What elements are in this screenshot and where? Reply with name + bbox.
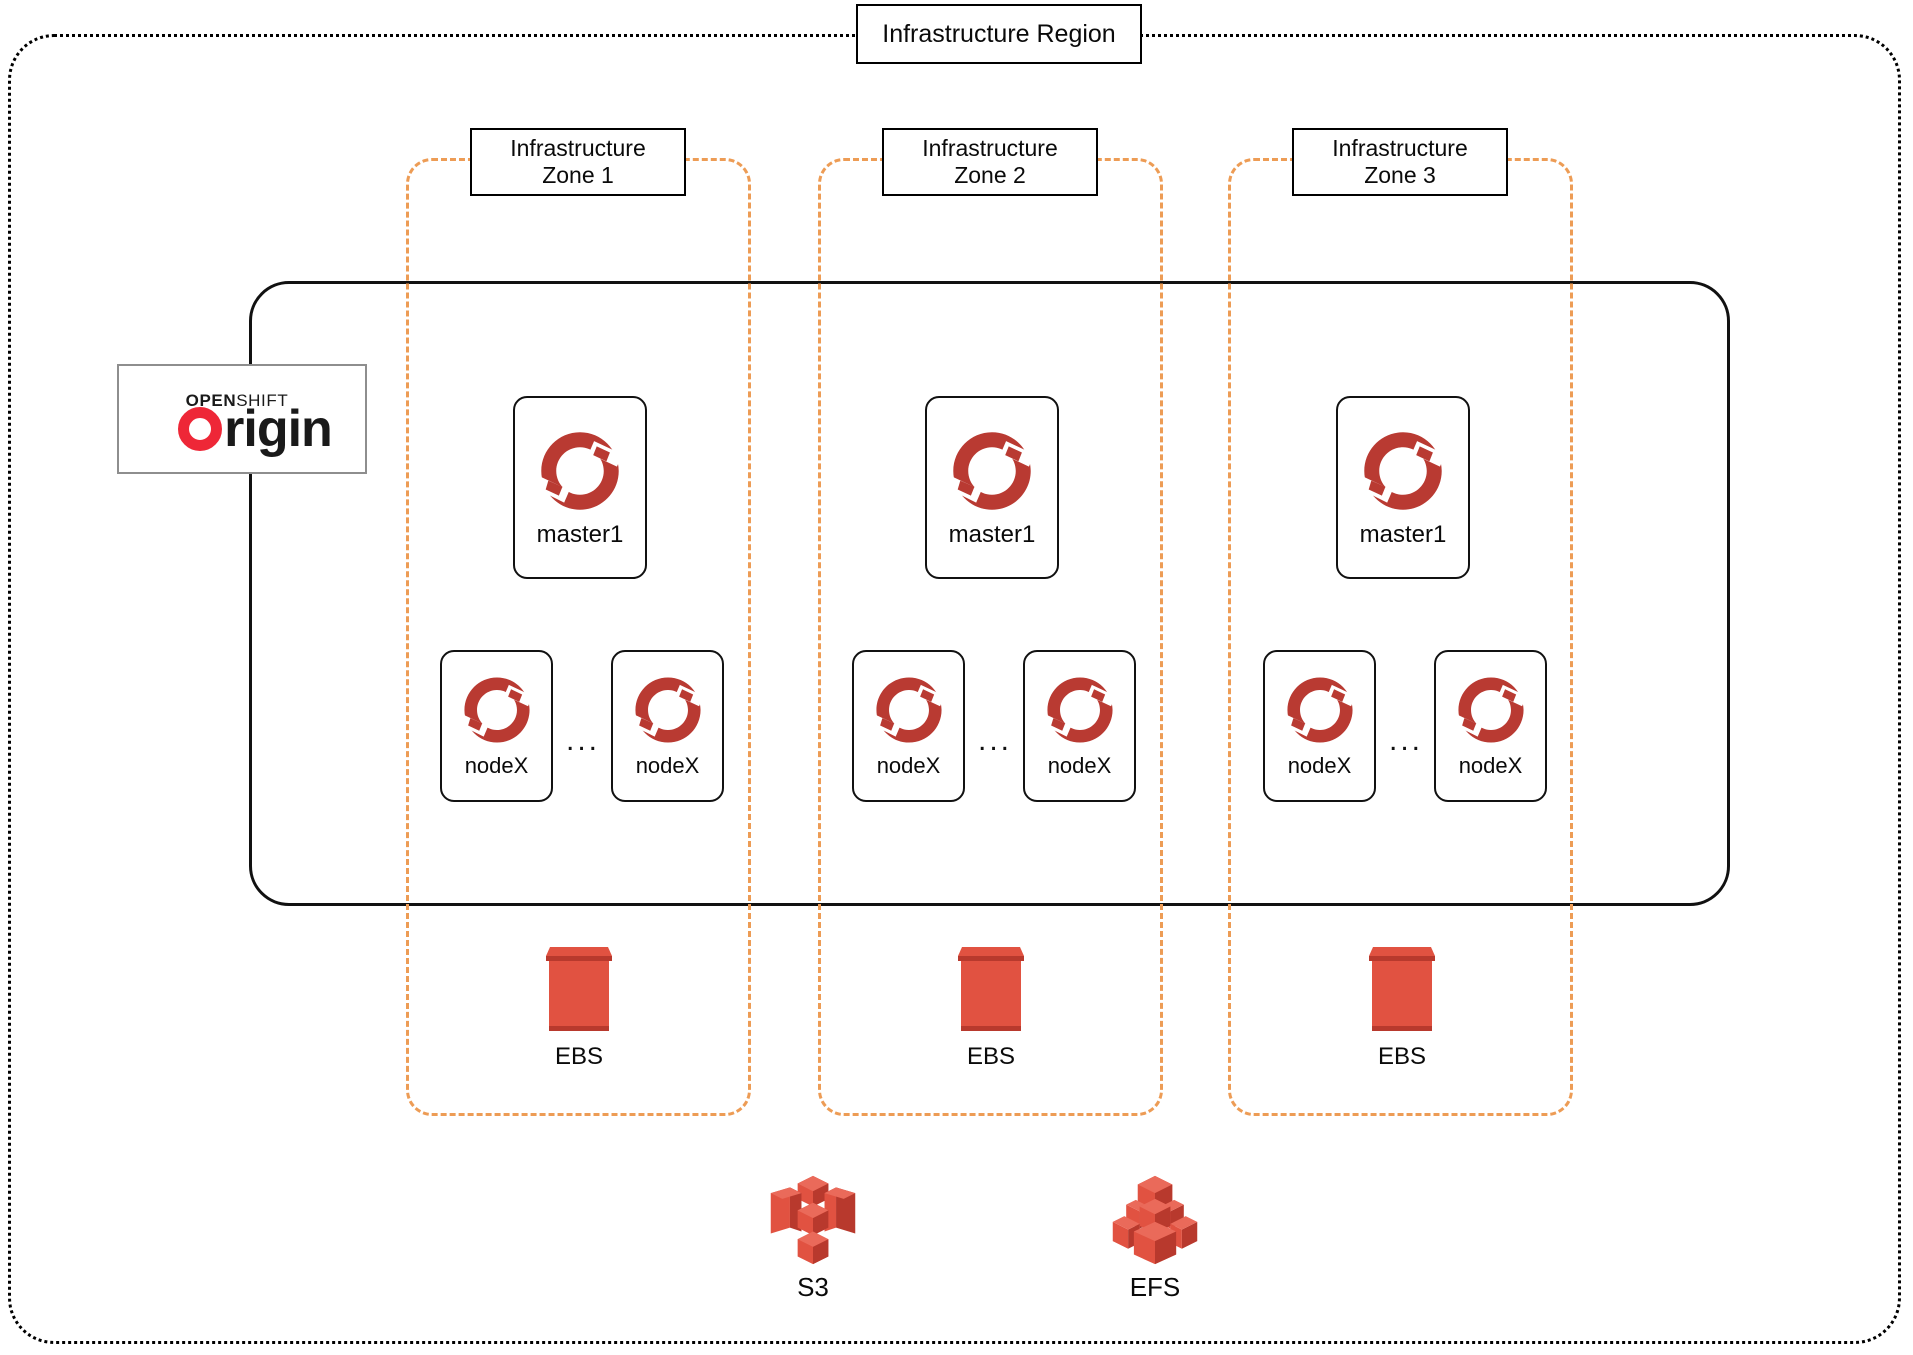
openshift-wordmark-top: OPENSHIFT <box>186 391 289 411</box>
ebs-volume-icon <box>1369 947 1435 1031</box>
openshift-icon <box>536 431 623 510</box>
zone-2-worker-node-1[interactable]: nodeX <box>852 650 965 802</box>
zone-3-worker-node-1[interactable]: nodeX <box>1263 650 1376 802</box>
zone-2-title-line2: Zone 2 <box>954 162 1026 188</box>
openshift-cluster-boundary <box>249 281 1730 906</box>
origin-wordmark: rigin <box>178 399 333 458</box>
origin-o-ring-icon <box>178 407 223 451</box>
infrastructure-zone-1-title: Infrastructure Zone 1 <box>470 128 686 196</box>
s3-storage: S3 <box>733 1172 893 1303</box>
zone-1-worker-1-label: nodeX <box>464 753 529 778</box>
efs-storage: EFS <box>1075 1172 1235 1303</box>
openshift-icon <box>459 677 533 743</box>
openshift-icon <box>1359 431 1446 510</box>
zone-2-node-ellipsis: ... <box>978 724 1013 757</box>
openshift-wordmark-shift: SHIFT <box>236 390 289 410</box>
zone-3-title-line1: Infrastructure <box>1332 134 1468 161</box>
zone-1-master-label: master1 <box>536 520 624 548</box>
zone-1-ebs-storage: EBS <box>519 942 639 1071</box>
zone-1-node-ellipsis: ... <box>566 724 601 757</box>
s3-label: S3 <box>797 1272 829 1302</box>
zone-3-master-label: master1 <box>1359 520 1447 548</box>
openshift-icon <box>948 431 1035 510</box>
zone-3-node-ellipsis: ... <box>1389 724 1424 757</box>
zone-1-worker-node-1[interactable]: nodeX <box>440 650 553 802</box>
openshift-icon <box>871 677 945 743</box>
infrastructure-zone-2-title: Infrastructure Zone 2 <box>882 128 1098 196</box>
openshift-icon <box>1453 677 1527 743</box>
openshift-icon <box>630 677 704 743</box>
zone-2-master-node[interactable]: master1 <box>925 396 1059 579</box>
zone-2-worker-node-2[interactable]: nodeX <box>1023 650 1136 802</box>
zone-3-worker-1-label: nodeX <box>1287 753 1352 778</box>
zone-3-ebs-storage: EBS <box>1342 942 1462 1071</box>
zone-2-ebs-storage: EBS <box>931 942 1051 1071</box>
openshift-icon <box>1042 677 1116 743</box>
openshift-origin-logo: OPENSHIFT rigin <box>117 364 367 474</box>
aws-efs-icon <box>1112 1175 1198 1265</box>
zone-1-master-node[interactable]: master1 <box>513 396 647 579</box>
infrastructure-zone-3-title: Infrastructure Zone 3 <box>1292 128 1508 196</box>
zone-1-title-line2: Zone 1 <box>542 162 614 188</box>
openshift-wordmark-open: OPEN <box>185 390 237 410</box>
zone-1-worker-2-label: nodeX <box>635 753 700 778</box>
zone-3-title-line2: Zone 3 <box>1364 162 1436 188</box>
zone-2-title-line1: Infrastructure <box>922 134 1058 161</box>
zone-3-worker-2-label: nodeX <box>1458 753 1523 778</box>
zone-3-master-node[interactable]: master1 <box>1336 396 1470 579</box>
zone-1-worker-node-2[interactable]: nodeX <box>611 650 724 802</box>
infrastructure-region-title: Infrastructure Region <box>856 4 1142 64</box>
zone-3-ebs-label: EBS <box>1377 1043 1427 1070</box>
openshift-icon <box>1282 677 1356 743</box>
zone-2-worker-2-label: nodeX <box>1047 753 1112 778</box>
zone-2-master-label: master1 <box>948 520 1036 548</box>
ebs-volume-icon <box>958 947 1024 1031</box>
zone-1-title-line1: Infrastructure <box>510 134 646 161</box>
zone-2-worker-1-label: nodeX <box>876 753 941 778</box>
efs-label: EFS <box>1129 1272 1181 1302</box>
zone-3-worker-node-2[interactable]: nodeX <box>1434 650 1547 802</box>
zone-1-ebs-label: EBS <box>554 1043 604 1070</box>
zone-2-ebs-label: EBS <box>966 1043 1016 1070</box>
aws-s3-icon <box>770 1175 856 1265</box>
ebs-volume-icon <box>546 947 612 1031</box>
origin-wordmark-text: rigin <box>224 399 333 458</box>
